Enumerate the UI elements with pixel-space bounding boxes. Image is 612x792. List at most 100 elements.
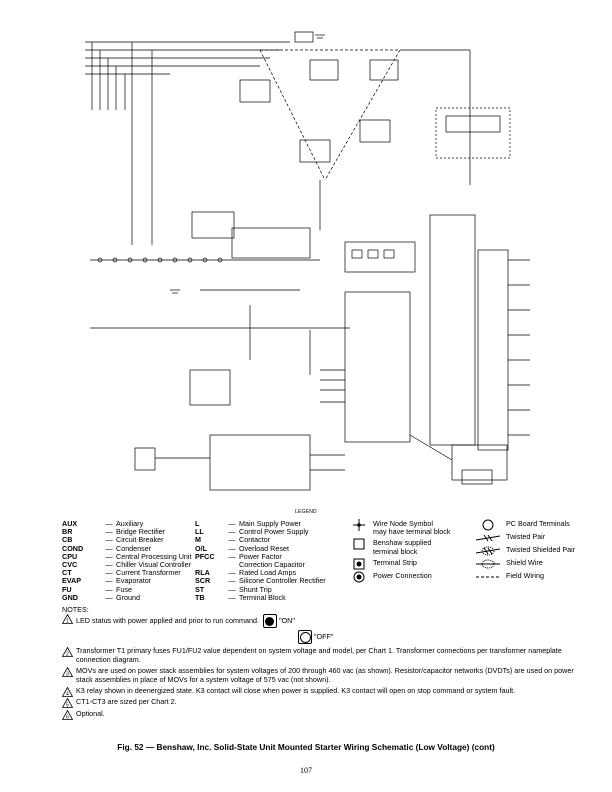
- svg-text:5: 5: [66, 703, 69, 709]
- figure-caption: Fig. 52 — Benshaw, Inc. Solid-State Unit…: [117, 742, 495, 752]
- benshaw-block-icon: [350, 538, 368, 550]
- legend-title: LEGEND: [295, 509, 317, 515]
- svg-text:2: 2: [66, 652, 69, 658]
- abbreviation-description: Control Power Supply: [239, 527, 309, 537]
- abbreviation-code: RLA: [195, 568, 210, 578]
- wire-node-label: Wire Node Symbol: [373, 519, 433, 528]
- abbreviation-row: CPU —Central Processing Unit: [62, 551, 192, 561]
- benshaw-block-label: Benshaw supplied: [373, 538, 432, 548]
- abbreviation-code: ST: [195, 584, 205, 594]
- abbreviation-code: CVC: [62, 560, 78, 570]
- abbreviation-row: ST —Shunt Trip: [195, 584, 326, 594]
- abbreviation-dash: —: [105, 535, 113, 545]
- terminal-strip-icon: [350, 558, 368, 570]
- abbreviation-dash: —: [228, 592, 236, 602]
- abbreviation-row: M—Contactor: [195, 536, 326, 544]
- abbreviation-description: Rated Load Amps: [239, 568, 297, 578]
- led-off-label: "OFF": [314, 632, 334, 642]
- shield-wire-label: Shield Wire: [506, 558, 543, 567]
- wire-node-label-2: may have terminal block: [373, 527, 451, 537]
- abbreviation-description: Chiller Visual Controller: [116, 560, 191, 570]
- abbreviation-code: COND: [62, 543, 84, 553]
- abbreviation-row: FU—Fuse: [62, 584, 192, 594]
- abbreviation-dash: —: [228, 576, 236, 586]
- led-off-icon: [298, 630, 312, 645]
- legend-pc-board: PC Board Terminals: [475, 519, 610, 531]
- abbreviation-dash: —: [228, 535, 236, 545]
- abbreviation-description: Power Factor: [239, 551, 282, 561]
- note-2: 2 Transformer T1 primary fuses FU1/FU2 v…: [62, 647, 582, 664]
- abbreviation-dash: —: [105, 584, 113, 594]
- abbreviation-row: CVC—Chiller Visual Controller: [62, 560, 192, 570]
- terminal-block-strip: [231, 227, 311, 259]
- svg-text:4: 4: [66, 692, 69, 698]
- abbreviation-description: Silicone Controller Rectifier: [239, 576, 326, 586]
- abbreviation-description: Overload Reset: [239, 543, 289, 553]
- abbreviation-description: Central Processing Unit: [116, 551, 192, 561]
- bridge-rectifier-box: [191, 211, 235, 239]
- abbreviation-row: O/L—Overload Reset: [195, 543, 326, 553]
- abbreviation-dash: —: [228, 568, 236, 578]
- note-5-text: CT1-CT3 are sized per Chart 2.: [76, 697, 177, 707]
- wire-node-icon: [350, 519, 368, 531]
- abbreviation-code: TB: [195, 592, 205, 602]
- abbreviation-description: Contactor: [239, 535, 271, 545]
- abbreviation-description: Shunt Trip: [239, 584, 272, 594]
- note-4: 4 K3 relay shown in deenergized state. K…: [62, 686, 582, 698]
- notes-section: NOTES: 1 LED status with power applied a…: [62, 605, 582, 721]
- abbreviation-row: AUX—Auxiliary: [62, 519, 192, 528]
- abbreviation-code: LL: [195, 527, 204, 537]
- abbreviation-code: GND: [62, 592, 78, 602]
- abbreviation-dash: —: [228, 519, 236, 528]
- abbreviation-code: SCR: [195, 576, 211, 586]
- abbreviation-code: CB: [62, 535, 73, 545]
- note-triangle-icon: 2: [62, 647, 73, 657]
- abbreviation-code: AUX: [62, 519, 78, 528]
- abbreviation-row: BR—Bridge Rectifier: [62, 527, 192, 537]
- abbreviation-description: Current Transformer: [116, 568, 181, 578]
- abbreviation-dash: —: [228, 551, 236, 561]
- note-3: 3 MOVs are used on power stack assemblie…: [62, 666, 582, 684]
- abbreviation-dash: —: [105, 592, 113, 602]
- abbreviation-description: Main Supply Power: [239, 519, 301, 528]
- abbreviation-code: L: [195, 519, 200, 528]
- abbreviation-code: CPU: [62, 551, 78, 561]
- abbreviation-dash: —: [105, 519, 113, 528]
- abbreviation-row: COND —Condenser: [62, 543, 192, 553]
- fan-box: [134, 447, 156, 471]
- abbreviation-code: O/L: [195, 543, 207, 553]
- led-on-label: "ON": [278, 616, 295, 626]
- abbreviation-row: RLA —Rated Load Amps: [195, 569, 326, 577]
- abbreviation-description: Correction Capacitor: [239, 560, 305, 570]
- abbreviation-dash: —: [105, 527, 113, 537]
- abbreviation-description: Condenser: [116, 543, 152, 553]
- abbreviation-dash: —: [105, 576, 113, 586]
- twisted-pair-icon: [475, 533, 501, 543]
- abbreviation-code: PFCC: [195, 551, 215, 561]
- abbreviation-dash: —: [105, 551, 113, 561]
- note-3-text: MOVs are used on power stack assemblies …: [76, 666, 574, 684]
- terminal-strip-label: Terminal Strip: [373, 557, 417, 567]
- ground-symbols: [170, 34, 325, 294]
- abbreviation-description: Circuit Breaker: [116, 535, 164, 545]
- shunt-trip-box: [445, 115, 501, 133]
- abbreviation-dash: —: [228, 584, 236, 594]
- field-wiring-label: Field Wiring: [506, 571, 544, 580]
- note-5: 5 CT1-CT3 are sized per Chart 2.: [62, 697, 582, 709]
- abbreviation-row: GND—Ground: [62, 592, 192, 602]
- twisted-shielded-label: Twisted Shielded Pair: [506, 545, 576, 554]
- notes-title: NOTES:: [62, 605, 89, 614]
- abbreviation-dash: —: [105, 543, 113, 553]
- power-stack-delta: [259, 49, 401, 181]
- abbreviation-description: Fuse: [116, 584, 132, 594]
- abbreviation-row: CT—Current Transformer: [62, 569, 192, 577]
- page-number: 107: [300, 766, 312, 775]
- legend-power-connection: Power Connection: [350, 571, 475, 583]
- led-on-icon: [262, 614, 277, 629]
- terminal-row: [90, 257, 320, 263]
